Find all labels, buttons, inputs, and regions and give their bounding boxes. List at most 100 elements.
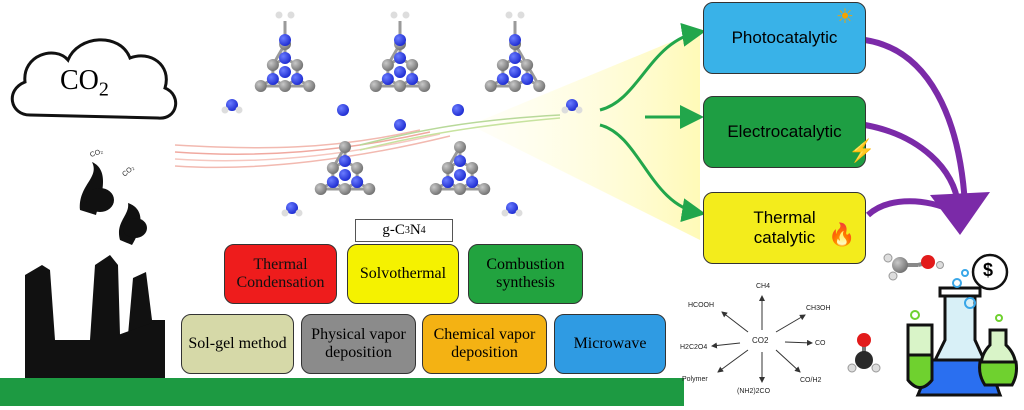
carbon-atom — [369, 80, 382, 92]
catalysis-thermal: Thermal catalytic — [703, 192, 866, 264]
product-urea: (NH2)2CO — [737, 388, 771, 395]
product-hcooh: HCOOH — [688, 302, 715, 309]
carbon-atom — [351, 162, 364, 174]
nitrogen-atom — [566, 99, 578, 111]
carbon-atom — [254, 80, 267, 92]
molecule-icon-2 — [847, 333, 881, 373]
ground-bar — [0, 378, 684, 406]
carbon-atom — [496, 59, 509, 71]
carbon-atom — [326, 162, 339, 174]
co2-subscript: 2 — [98, 78, 109, 101]
hydrogen-atom — [501, 209, 509, 217]
flask-icon — [906, 269, 1018, 397]
carbon-atom — [509, 80, 521, 92]
catalysis-photocatalytic: Photocatalytic — [703, 2, 866, 74]
carbon-atom — [406, 59, 419, 71]
product-ch3oh: CH3OH — [806, 305, 831, 312]
lightning-icon: ⚡ — [848, 138, 876, 163]
catalysis-electrocatalytic: Electrocatalytic — [703, 96, 866, 168]
product-polymer: Polymer — [682, 376, 708, 383]
purple-arrows — [864, 37, 968, 218]
carbon-atom — [266, 59, 279, 71]
light-beam — [470, 30, 700, 240]
nitrogen-atom — [394, 52, 406, 64]
hydrogen-atom — [505, 11, 513, 19]
carbon-atom — [478, 183, 491, 195]
nitrogen-atom — [279, 66, 291, 78]
carbon-atom — [441, 162, 454, 174]
product-oxalic-acid: H2C2O4 — [680, 344, 708, 351]
nitrogen-atom — [406, 73, 419, 85]
nitrogen-atom — [521, 73, 534, 85]
nitrogen-atom — [509, 52, 521, 64]
nitrogen-atom — [226, 99, 238, 111]
carbon-atom — [429, 183, 442, 195]
hydrogen-atom — [281, 209, 289, 217]
flame-icon: 🔥 — [828, 222, 856, 247]
carbon-atom — [454, 183, 466, 195]
carbon-atom — [339, 141, 351, 153]
carbon-atom — [533, 80, 546, 92]
factory-icon — [25, 162, 165, 385]
product-ch4: CH4 — [756, 283, 771, 290]
nitrogen-atom — [496, 73, 509, 85]
carbon-atom — [363, 183, 376, 195]
nitrogen-atom — [394, 66, 406, 78]
nitrogen-atom — [381, 73, 394, 85]
nitrogen-atom — [506, 202, 518, 214]
sun-icon: ☀ — [836, 6, 854, 28]
nitrogen-atom — [337, 104, 349, 116]
cloud-icon — [10, 38, 178, 120]
nitrogen-atom — [326, 176, 339, 188]
carbon-atom — [381, 59, 394, 71]
hydrogen-atom — [515, 209, 523, 217]
product-co-h2: CO/H2 — [800, 377, 822, 384]
carbon-atom — [291, 59, 304, 71]
carbon-atom — [314, 183, 327, 195]
nitrogen-atom — [279, 52, 291, 64]
method-chemical-vapor-deposition: Chemical vapor deposition — [422, 314, 547, 374]
hydrogen-atom — [402, 11, 410, 19]
dollar-coin-icon — [971, 253, 1009, 291]
nitrogen-atom — [509, 66, 521, 78]
molecule-icon — [883, 253, 944, 281]
carbon-atom — [394, 80, 406, 92]
green-flow-lines — [359, 114, 561, 151]
purple-arrowhead — [930, 192, 990, 235]
hydrogen-atom — [390, 11, 398, 19]
nitrogen-atom — [441, 176, 454, 188]
hydrogen-atom — [235, 106, 243, 114]
hydrogen-atom — [561, 106, 569, 114]
nitrogen-atom — [266, 73, 279, 85]
hydrogen-atom — [221, 106, 229, 114]
method-thermal-condensation: Thermal Condensation — [224, 244, 337, 304]
hydrogen-atom — [287, 11, 295, 19]
hydrogen-atom — [275, 11, 283, 19]
carbon-atom — [484, 80, 497, 92]
nitrogen-atom — [279, 34, 291, 46]
green-arrows — [599, 23, 706, 222]
carbon-atom — [454, 141, 466, 153]
nitrogen-atom — [394, 34, 406, 46]
nitrogen-atom — [454, 155, 466, 167]
carbon-atom — [521, 59, 534, 71]
method-sol-gel: Sol-gel method — [181, 314, 294, 374]
method-combustion-synthesis: Combustion synthesis — [468, 244, 583, 304]
carbon-atom — [418, 80, 431, 92]
method-physical-vapor-deposition: Physical vapor deposition — [301, 314, 416, 374]
nitrogen-atom — [339, 155, 351, 167]
nitrogen-atom — [509, 34, 521, 46]
nitrogen-atom — [452, 104, 464, 116]
method-microwave: Microwave — [554, 314, 666, 374]
nitrogen-atom — [466, 176, 479, 188]
co2-cloud-label: CO2 — [60, 65, 109, 102]
co2-text: CO — [60, 65, 99, 96]
nitrogen-atom — [394, 119, 406, 131]
carbon-atom — [466, 162, 479, 174]
nitrogen-atom — [454, 169, 466, 181]
nitrogen-atom — [291, 73, 304, 85]
carbon-atom — [303, 80, 316, 92]
product-co: CO — [815, 340, 826, 347]
